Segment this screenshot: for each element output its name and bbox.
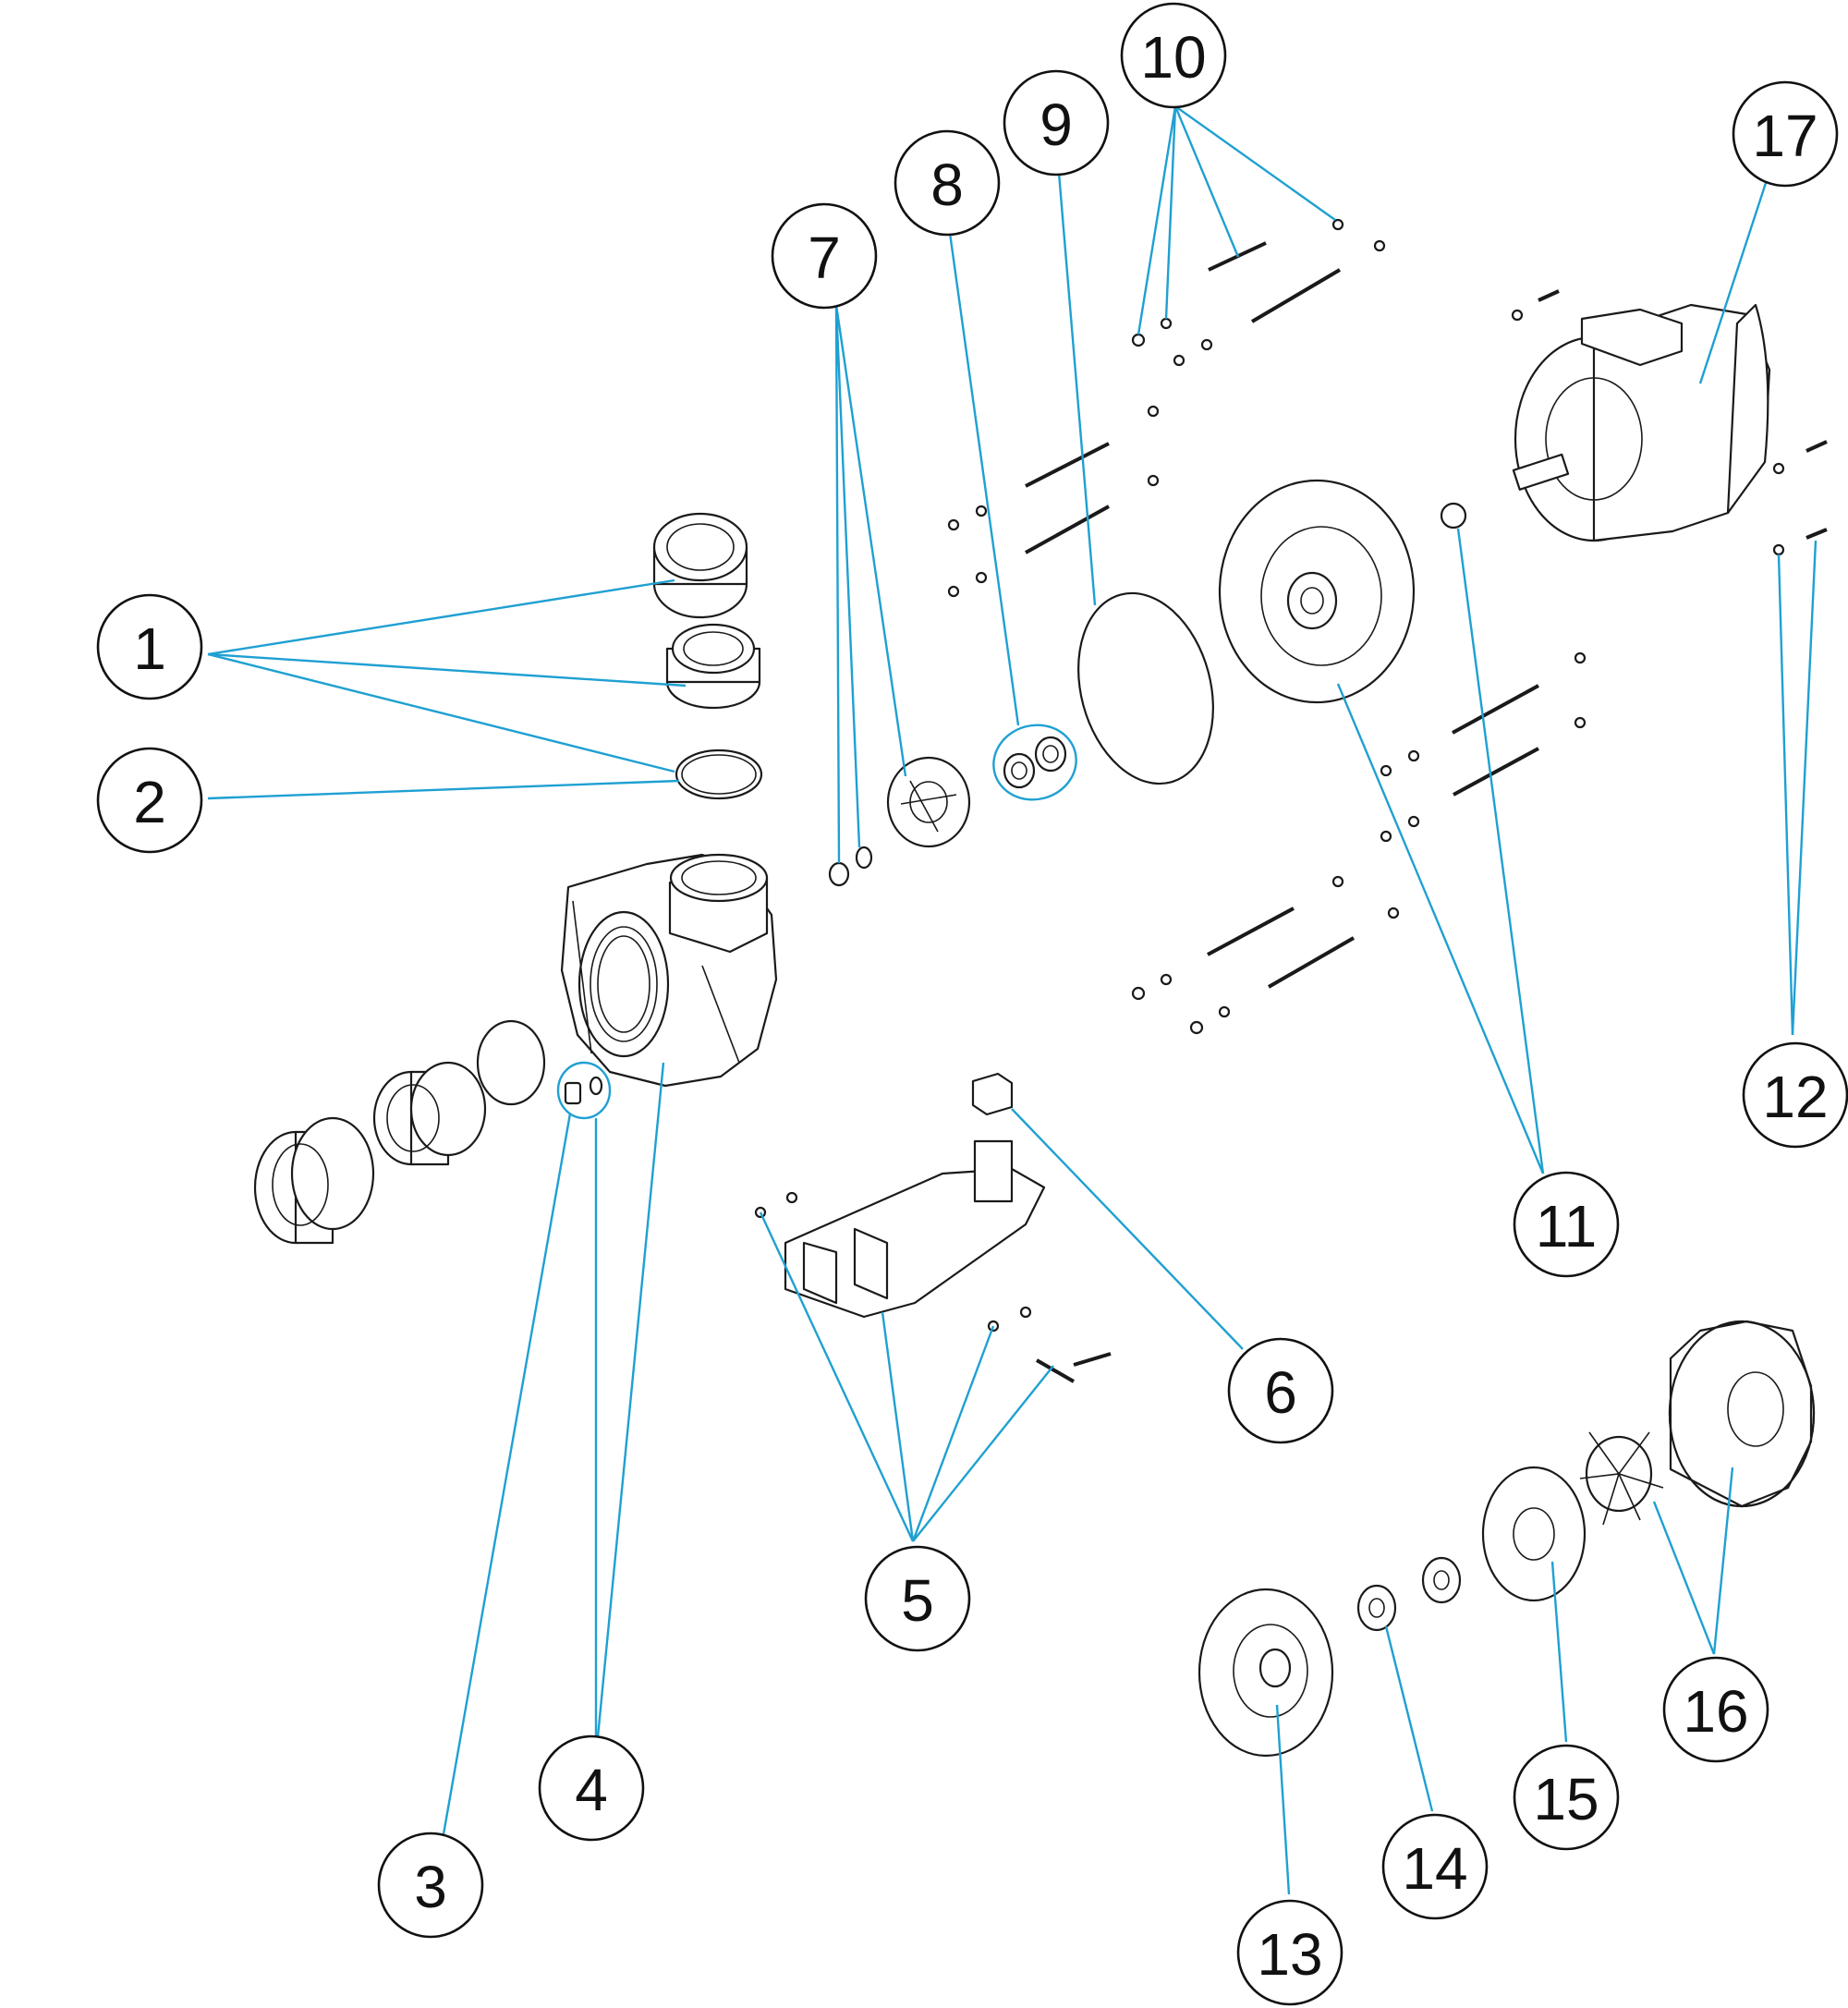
leader-1c bbox=[207, 652, 675, 773]
callout-9-label: 9 bbox=[1040, 91, 1073, 158]
seal-plate bbox=[1218, 479, 1416, 704]
callout-11[interactable]: 11 bbox=[1513, 1171, 1620, 1278]
parts-layer bbox=[253, 218, 1828, 1758]
callout-17-label: 17 bbox=[1752, 103, 1818, 169]
callout-13[interactable]: 13 bbox=[1236, 1899, 1343, 2006]
leader-12a bbox=[1777, 554, 1794, 1036]
leader-4-ring bbox=[556, 1061, 612, 1120]
callout-8-label: 8 bbox=[930, 152, 964, 218]
tie-rods bbox=[1025, 241, 1539, 1383]
leader-15 bbox=[1550, 1561, 1568, 1743]
leader-4b bbox=[594, 1062, 665, 1757]
callout-7[interactable]: 7 bbox=[771, 202, 878, 310]
leader-7a bbox=[834, 304, 841, 864]
callouts: 1 2 3 4 5 6 7 8 bbox=[96, 2, 1848, 2006]
union-nut-top bbox=[652, 512, 748, 619]
impeller bbox=[886, 756, 971, 848]
o-ring-top bbox=[675, 748, 763, 800]
impeller-nut bbox=[828, 861, 850, 887]
base-foot bbox=[971, 1072, 1014, 1116]
fan-cover bbox=[1668, 1320, 1816, 1508]
leader-12b bbox=[1791, 540, 1818, 1036]
callout-14-label: 14 bbox=[1402, 1835, 1467, 1902]
callout-5[interactable]: 5 bbox=[864, 1545, 971, 1652]
leader-10b bbox=[1164, 105, 1177, 320]
pump-base bbox=[754, 1139, 1046, 1333]
callout-4-label: 4 bbox=[575, 1757, 608, 1823]
callout-1[interactable]: 1 bbox=[96, 593, 203, 700]
motor-flange bbox=[1198, 1588, 1334, 1758]
leader-9 bbox=[1056, 161, 1097, 606]
callout-14[interactable]: 14 bbox=[1381, 1813, 1489, 1920]
union-tail-top bbox=[665, 623, 761, 710]
callout-1-label: 1 bbox=[133, 615, 166, 682]
drain-plug bbox=[564, 1076, 603, 1105]
bearing-rear bbox=[1421, 1556, 1462, 1604]
o-ring-bottom bbox=[476, 1019, 546, 1106]
leader-2 bbox=[207, 779, 680, 800]
callout-15[interactable]: 15 bbox=[1513, 1744, 1620, 1851]
callout-6[interactable]: 6 bbox=[1227, 1337, 1334, 1444]
mechanical-seal bbox=[1003, 736, 1067, 789]
callout-10[interactable]: 10 bbox=[1120, 2, 1227, 109]
leader-13 bbox=[1275, 1704, 1291, 1895]
leader-17 bbox=[1698, 179, 1769, 384]
leader-10c bbox=[1173, 105, 1240, 258]
impeller-washer bbox=[855, 846, 873, 870]
leader-6 bbox=[1011, 1108, 1244, 1350]
callout-16-label: 16 bbox=[1683, 1678, 1748, 1745]
callout-15-label: 15 bbox=[1533, 1766, 1599, 1832]
leader-11a bbox=[1336, 683, 1545, 1174]
motor bbox=[1512, 303, 1771, 542]
callout-17[interactable]: 17 bbox=[1732, 80, 1839, 188]
leader-1a bbox=[207, 578, 675, 656]
leader-10d bbox=[1174, 105, 1336, 221]
leader-5b bbox=[881, 1311, 915, 1542]
leader-1b bbox=[207, 652, 687, 688]
leader-8 bbox=[948, 232, 1020, 726]
callout-7-label: 7 bbox=[808, 225, 841, 291]
leader-16a bbox=[1652, 1501, 1716, 1655]
leader-7c bbox=[834, 304, 907, 777]
leader-5a bbox=[759, 1211, 915, 1542]
leader-16b bbox=[1712, 1466, 1734, 1655]
shaft-washer bbox=[1440, 502, 1467, 529]
pump-housing bbox=[560, 853, 778, 1088]
leader-10a bbox=[1137, 105, 1177, 335]
leader-5d bbox=[912, 1365, 1054, 1542]
callout-13-label: 13 bbox=[1257, 1921, 1322, 1988]
leader-14 bbox=[1384, 1625, 1434, 1812]
leader-11b bbox=[1456, 528, 1545, 1174]
bearing-front bbox=[1356, 1584, 1397, 1632]
callout-5-label: 5 bbox=[901, 1567, 934, 1634]
seal-o-ring bbox=[1077, 591, 1214, 785]
rear-end-shield bbox=[1481, 1466, 1587, 1602]
callout-12[interactable]: 12 bbox=[1742, 1041, 1848, 1149]
callout-2-label: 2 bbox=[133, 769, 166, 835]
callout-9[interactable]: 9 bbox=[1003, 69, 1110, 176]
cooling-fan bbox=[1579, 1431, 1664, 1526]
callout-11-label: 11 bbox=[1536, 1193, 1597, 1260]
leader-7b bbox=[834, 304, 861, 848]
union-tail-bottom bbox=[372, 1061, 487, 1166]
leader-8-ring bbox=[992, 724, 1077, 801]
leader-5c bbox=[911, 1325, 995, 1542]
callout-3[interactable]: 3 bbox=[377, 1832, 484, 1939]
callout-10-label: 10 bbox=[1140, 24, 1206, 91]
union-nut-bottom bbox=[253, 1116, 375, 1245]
leader-3 bbox=[442, 1113, 572, 1835]
motor-bolts bbox=[1511, 289, 1828, 540]
callout-4[interactable]: 4 bbox=[538, 1734, 645, 1842]
callout-2[interactable]: 2 bbox=[96, 747, 203, 854]
leader-lines bbox=[207, 105, 1818, 1895]
callout-8[interactable]: 8 bbox=[894, 129, 1001, 237]
callout-3-label: 3 bbox=[414, 1854, 447, 1920]
callout-6-label: 6 bbox=[1264, 1359, 1297, 1426]
callout-16[interactable]: 16 bbox=[1662, 1656, 1769, 1763]
callout-12-label: 12 bbox=[1762, 1064, 1828, 1130]
